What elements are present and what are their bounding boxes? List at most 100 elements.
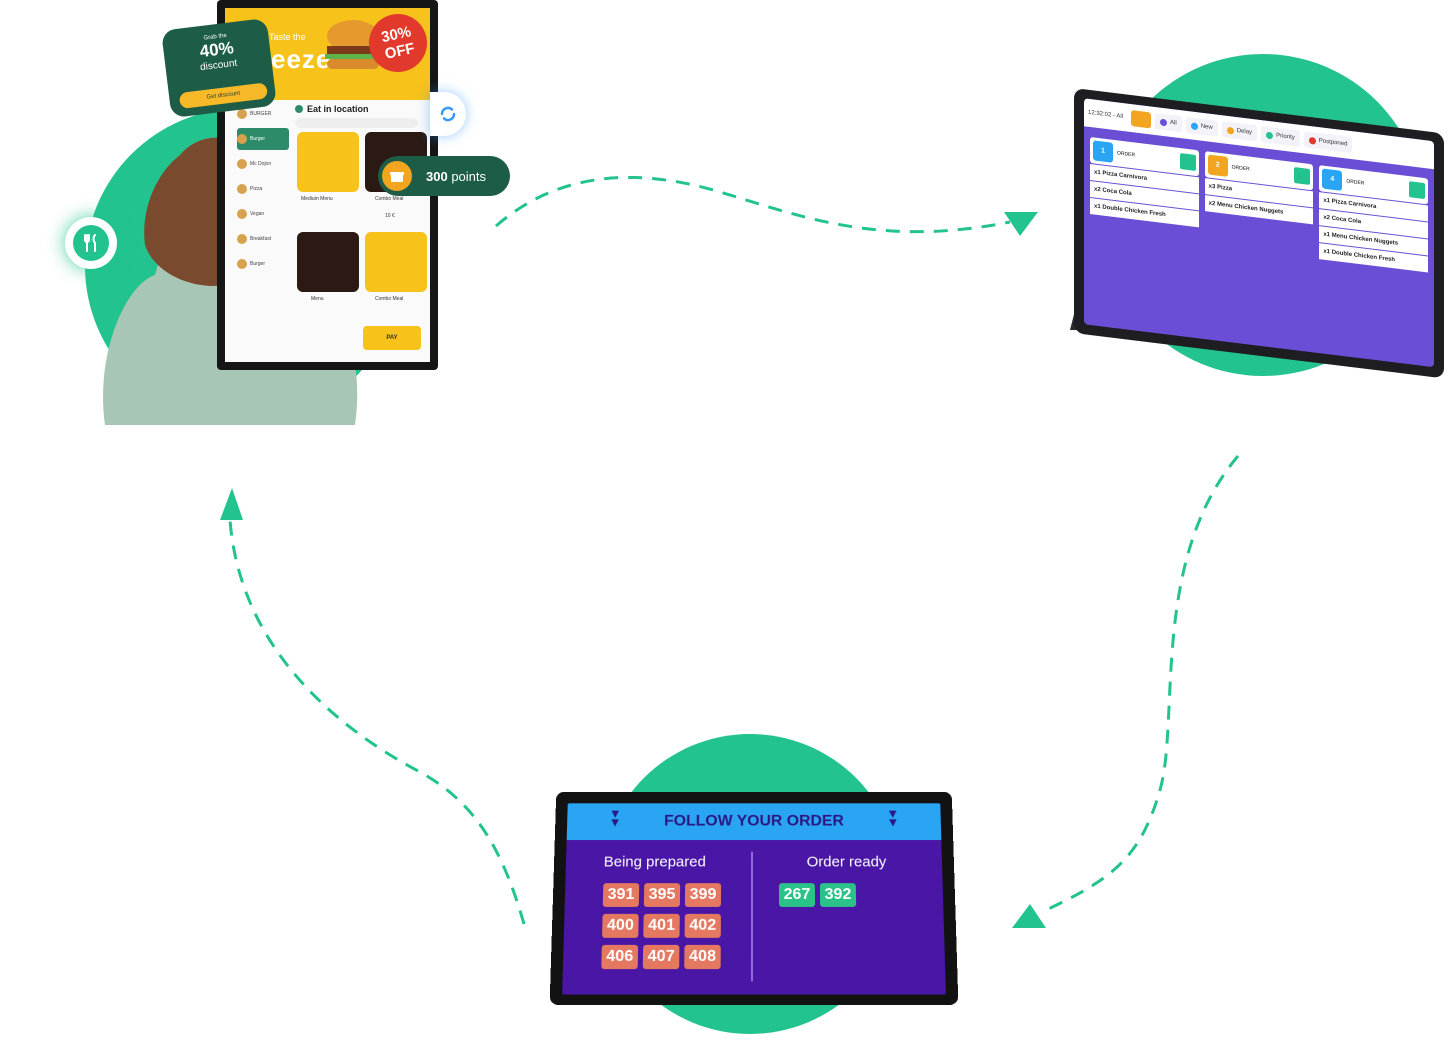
order-card[interactable]: 2 ORDER x3 Pizza x2 Menu Chicken Nuggets [1204,151,1314,258]
banner-word: eeze [271,44,332,74]
arrowhead-kds [1004,212,1038,236]
order-number: 4 [1322,168,1343,191]
prepared-order-number: 399 [684,883,722,907]
loyalty-points-pill: 300 points [378,156,510,196]
back-icon[interactable] [295,105,303,113]
item-qty: x2 [1094,186,1101,194]
sync-icon [440,106,456,122]
home-button[interactable] [1131,110,1152,129]
filter-chip[interactable]: Priority [1261,125,1300,147]
item-qty: x1 [1323,248,1331,256]
arrow-kds-to-board [1041,455,1240,914]
kds-time: 12:32:02 - All [1088,109,1124,121]
discount-coupon: Grab the 40% discount Get discount [161,17,277,119]
category-icon [237,159,247,169]
item-name: Pizza Carnivora [1331,198,1377,211]
category-label: Burger [250,261,266,267]
chevron-down-icon: ▼▼ [886,806,900,830]
product-tile[interactable] [297,132,359,192]
sync-badge [430,92,466,136]
done-button[interactable] [1409,181,1426,200]
category-label: BURGER [250,111,272,117]
search-input[interactable] [295,118,418,128]
category-label: Pizza [250,186,263,192]
points-unit: points [451,168,487,184]
product-tile[interactable] [297,232,359,292]
filter-dot [1226,126,1234,135]
kds-tablet: 12:32:02 - All All New Delay Priority Po… [1074,88,1444,379]
filter-dot [1308,136,1316,145]
category-icon [237,259,247,269]
item-name: Double Chicken Fresh [1331,249,1396,264]
filter-chip[interactable]: All [1155,112,1182,133]
filter-label: Priority [1276,132,1295,142]
order-card[interactable]: 1 ORDER x1 Pizza Carnivora x2 Coca Cola … [1090,136,1199,244]
board-title: FOLLOW YOUR ORDER [566,803,942,841]
item-name: Menu Chicken Nuggets [1217,201,1284,216]
arrow-board-to-kiosk [228,519,526,925]
category-icon [237,234,247,244]
filter-chip[interactable]: Delay [1221,121,1258,142]
category-icon [237,209,247,219]
category-item[interactable]: Burger [237,253,289,275]
item-qty: x3 [1208,183,1216,191]
item-qty: x1 [1323,197,1331,205]
item-name: Menu Chicken Nuggets [1331,232,1399,247]
arrowhead-board [1012,904,1046,928]
board-screen: FOLLOW YOUR ORDER ▼▼ ▼▼ Being prepared O… [562,803,946,995]
item-name: Pizza [1217,184,1233,193]
category-item[interactable]: Vegan [237,203,289,225]
section-title: Eat in location [295,100,418,118]
product-tile[interactable] [365,232,427,292]
ready-title: Order ready [806,853,887,871]
product-name: Menu [311,296,324,302]
order-status-board: FOLLOW YOUR ORDER ▼▼ ▼▼ Being prepared O… [549,791,959,1005]
banner-small-text: Taste the [269,32,306,42]
filter-label: New [1200,123,1213,132]
category-label: Burger [250,136,266,142]
filter-dot [1190,121,1198,130]
category-label: Vegan [250,211,265,217]
done-button[interactable] [1294,167,1311,186]
get-discount-button[interactable]: Get discount [178,82,269,109]
product-name: Medium Menu [301,196,333,202]
prepared-order-number: 401 [643,913,680,938]
restaurant-badge [65,217,117,269]
category-label: Mc Dojon [250,161,272,167]
category-item[interactable]: Pizza [237,178,289,200]
category-item[interactable]: Burger [237,128,289,150]
filter-chip[interactable]: Postponed [1303,131,1353,154]
prepared-order-number: 407 [642,944,680,970]
item-name: Coca Cola [1102,187,1132,198]
section-title-text: Eat in location [307,104,369,114]
points-label: 300 points [426,169,486,184]
category-item[interactable]: Mc Dojon [237,153,289,175]
gift-icon [382,161,412,191]
filter-dot [1160,118,1168,126]
kds-screen: 12:32:02 - All All New Delay Priority Po… [1084,98,1434,368]
category-icon [237,109,247,119]
category-icon [237,134,247,144]
category-icon [237,184,247,194]
prepared-order-number: 391 [602,883,640,907]
item-qty: x2 [1323,214,1331,222]
filter-label: Delay [1236,127,1253,136]
ready-order-number: 267 [778,883,816,907]
order-code: ORDER [1346,178,1365,187]
item-name: Double Chicken Fresh [1102,204,1166,219]
category-sidebar: BURGER Burger Mc Dojon Pizza Vegan Break… [235,100,291,350]
category-item[interactable]: Breakfast [237,228,289,250]
fork-knife-icon [73,225,109,261]
pay-button[interactable]: PAY [363,326,421,350]
done-button[interactable] [1179,152,1196,171]
item-name: Pizza Carnivora [1102,170,1148,182]
order-card[interactable]: 4 ORDER x1 Pizza Carnivora x2 Coca Cola … [1319,165,1429,273]
prepared-order-number: 395 [643,883,681,907]
burger-icon [325,20,381,69]
prepared-order-number: 400 [602,913,639,938]
points-value: 300 [426,168,448,184]
category-item[interactable]: BURGER [237,103,289,125]
filter-chip[interactable]: New [1185,116,1218,137]
prepared-order-number: 402 [684,913,721,938]
